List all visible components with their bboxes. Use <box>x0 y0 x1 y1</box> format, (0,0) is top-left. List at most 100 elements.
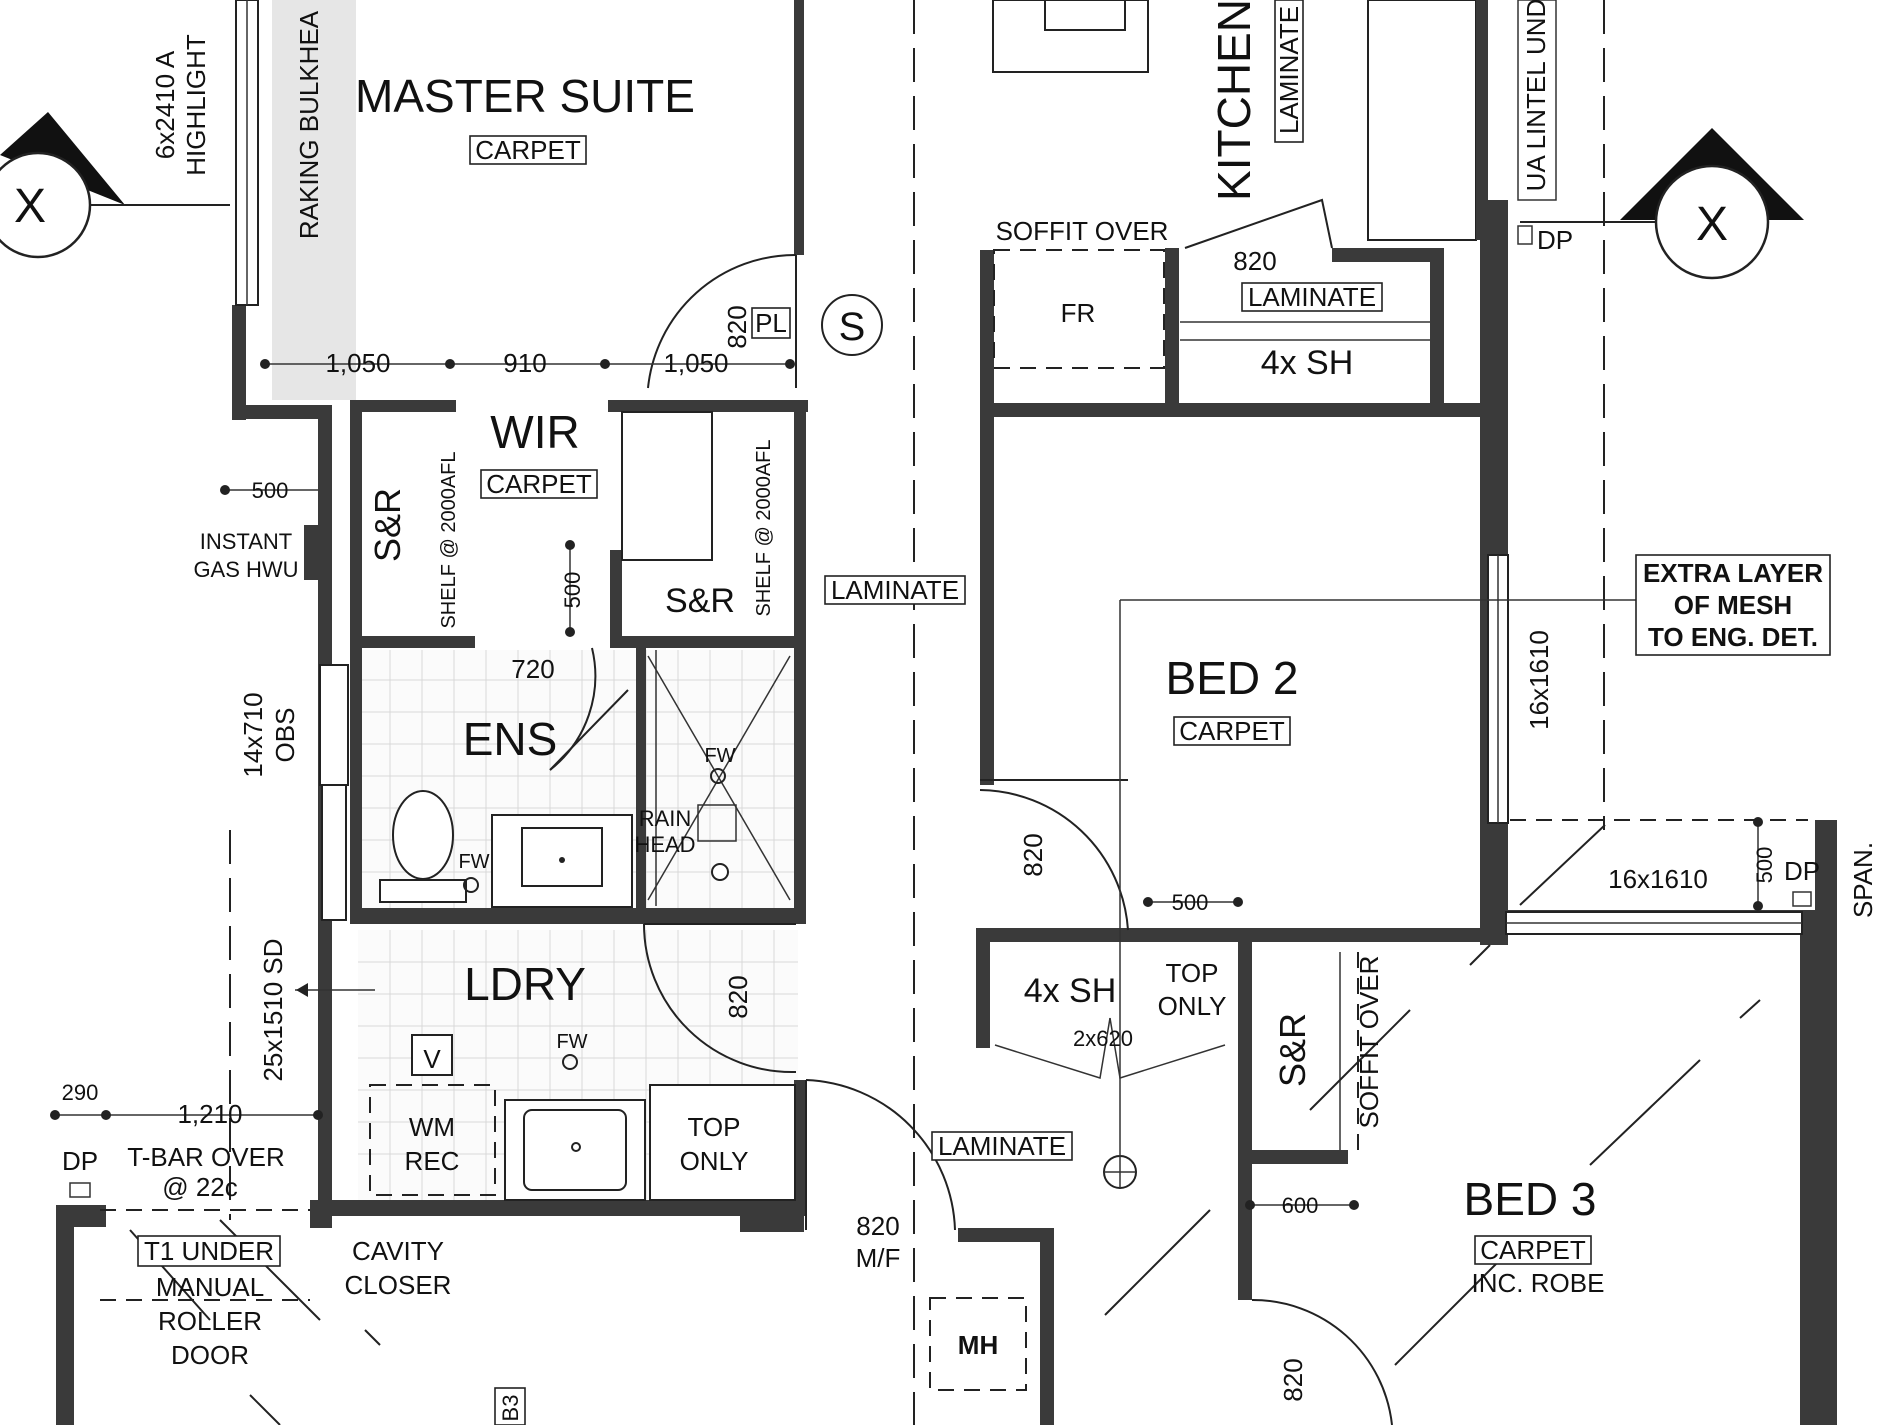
svg-text:CARPET: CARPET <box>1179 716 1285 746</box>
dim-2x620: 2x620 <box>1073 1026 1133 1051</box>
label-top-only-ldry-1: TOP <box>688 1112 741 1142</box>
label-top-only-bed2-1: TOP <box>1166 958 1219 988</box>
dim-500-gas: 500 <box>252 478 289 503</box>
gas-hwu-unit <box>304 525 320 580</box>
dim-910: 910 <box>503 348 546 378</box>
label-fw-ldry: FW <box>556 1031 587 1053</box>
label-dp-right: DP <box>1784 856 1820 907</box>
fixtures <box>379 0 1700 1201</box>
label-rain-head-1: RAIN <box>639 806 692 831</box>
note-tbar-1: T-BAR OVER <box>127 1142 284 1172</box>
svg-text:B3: B3 <box>498 1395 523 1422</box>
finish-hall: LAMINATE <box>824 575 966 605</box>
label-sr-wir-right: S&R <box>665 582 735 620</box>
room-kitchen: KITCHEN <box>1208 0 1260 201</box>
label-top-only-bed2-2: ONLY <box>1158 991 1227 1021</box>
note-tbar-2: @ 22c <box>162 1172 238 1202</box>
window-highlight-1: 6x2410 A <box>150 50 180 159</box>
svg-text:S: S <box>839 305 866 349</box>
svg-text:DP: DP <box>1537 225 1573 255</box>
svg-text:DP: DP <box>62 1146 98 1176</box>
svg-text:DP: DP <box>1784 856 1820 886</box>
label-shelf-left: SHELF @ 2000AFL <box>438 451 460 628</box>
label-s-symbol: S <box>821 294 883 356</box>
finish-entry: LAMINATE <box>931 1131 1073 1161</box>
note-soffit-over-top: SOFFIT OVER <box>996 216 1169 246</box>
finish-kitchen: LAMINATE <box>1274 0 1304 143</box>
svg-text:TO ENG. DET.: TO ENG. DET. <box>1648 622 1818 652</box>
window-obs-frame <box>319 664 349 786</box>
svg-text:LAMINATE: LAMINATE <box>831 575 959 605</box>
label-sr-wir-left: S&R <box>367 488 408 562</box>
section-marker-right: X <box>1520 128 1804 280</box>
room-ens: ENS <box>463 713 558 765</box>
dim-820-mf-1: 820 <box>856 1211 899 1241</box>
room-ldry: LDRY <box>464 958 586 1010</box>
label-v-symbol: V <box>423 1044 441 1074</box>
section-marker-left: X <box>0 112 230 259</box>
svg-text:T1 UNDER: T1 UNDER <box>144 1236 274 1266</box>
walls <box>56 0 1837 1425</box>
dim-1050-left: 1,050 <box>325 348 390 378</box>
finish-linen: LAMINATE <box>1241 282 1383 312</box>
note-instant-gas-2: GAS HWU <box>193 557 298 582</box>
note-soffit-over-bed3: SOFFIT OVER <box>1354 956 1384 1129</box>
svg-text:LAMINATE: LAMINATE <box>1248 282 1376 312</box>
note-manual-roller-3: DOOR <box>171 1340 249 1370</box>
dim-1210: 1,210 <box>177 1099 242 1129</box>
raking-bulkhead-band <box>272 0 356 400</box>
label-top-only-ldry-2: ONLY <box>680 1146 749 1176</box>
note-instant-gas-1: INSTANT <box>200 529 292 554</box>
window-bed2: 16x1610 <box>1524 630 1554 730</box>
room-wir: WIR <box>490 406 579 458</box>
svg-text:CARPET: CARPET <box>475 135 581 165</box>
svg-text:CARPET: CARPET <box>1480 1235 1586 1265</box>
dim-820-master: 820 <box>722 305 752 348</box>
room-bed2: BED 2 <box>1166 652 1299 704</box>
room-master-suite: MASTER SUITE <box>355 70 695 122</box>
note-t1-under: T1 UNDER <box>137 1235 281 1267</box>
label-shelf-right: SHELF @ 2000AFL <box>753 439 775 616</box>
dim-820-ldry: 820 <box>723 975 753 1018</box>
note-span: SPAN. <box>1848 842 1878 918</box>
dim-500-wir: 500 <box>560 572 585 609</box>
label-fw-ens: FW <box>458 851 489 873</box>
dim-500-bed2: 500 <box>1172 890 1209 915</box>
finish-bed3-note: INC. ROBE <box>1472 1268 1605 1298</box>
note-ua-lintel: UA LINTEL UND <box>1521 0 1551 191</box>
dashed-lines <box>100 0 1808 1425</box>
label-dp-top-right: DP <box>1517 225 1573 255</box>
svg-text:LAMINATE: LAMINATE <box>938 1131 1066 1161</box>
label-mh: MH <box>958 1330 998 1360</box>
svg-text:CARPET: CARPET <box>486 469 592 499</box>
dim-820-bed2: 820 <box>1018 833 1048 876</box>
label-dp-left: DP <box>62 1146 98 1198</box>
dim-600: 600 <box>1282 1193 1319 1218</box>
window-obs-1: 14x710 <box>238 692 268 777</box>
room-bed3: BED 3 <box>1464 1173 1597 1225</box>
label-pl: PL <box>751 307 791 339</box>
label-sh-bed2: 4x SH <box>1024 972 1117 1010</box>
svg-text:EXTRA LAYER: EXTRA LAYER <box>1643 558 1823 588</box>
window-sd-frame <box>321 784 347 921</box>
label-b3: B3 <box>494 1387 526 1425</box>
note-manual-roller-2: ROLLER <box>158 1306 262 1336</box>
finish-bed3: CARPET <box>1474 1235 1592 1265</box>
svg-text:LAMINATE: LAMINATE <box>1274 6 1304 134</box>
window-bed3: 16x1610 <box>1608 864 1708 894</box>
window-obs-2: OBS <box>270 708 300 763</box>
label-wm-rec-1: WM <box>409 1112 455 1142</box>
finish-master-suite: CARPET <box>469 135 587 165</box>
label-fr: FR <box>1061 298 1096 328</box>
section-marker-right-label: X <box>1696 198 1728 251</box>
note-cavity-1: CAVITY <box>352 1236 444 1266</box>
label-rain-head-2: HEAD <box>634 832 695 857</box>
window-highlight-2: HIGHLIGHT <box>181 34 211 176</box>
label-sr-bed3: S&R <box>1272 1013 1313 1087</box>
note-manual-roller-1: MANUAL <box>156 1272 264 1302</box>
dim-290: 290 <box>62 1080 99 1105</box>
label-sh-linen: 4x SH <box>1261 344 1354 382</box>
label-wm-rec-2: REC <box>405 1146 460 1176</box>
door-swings <box>549 198 1393 1425</box>
